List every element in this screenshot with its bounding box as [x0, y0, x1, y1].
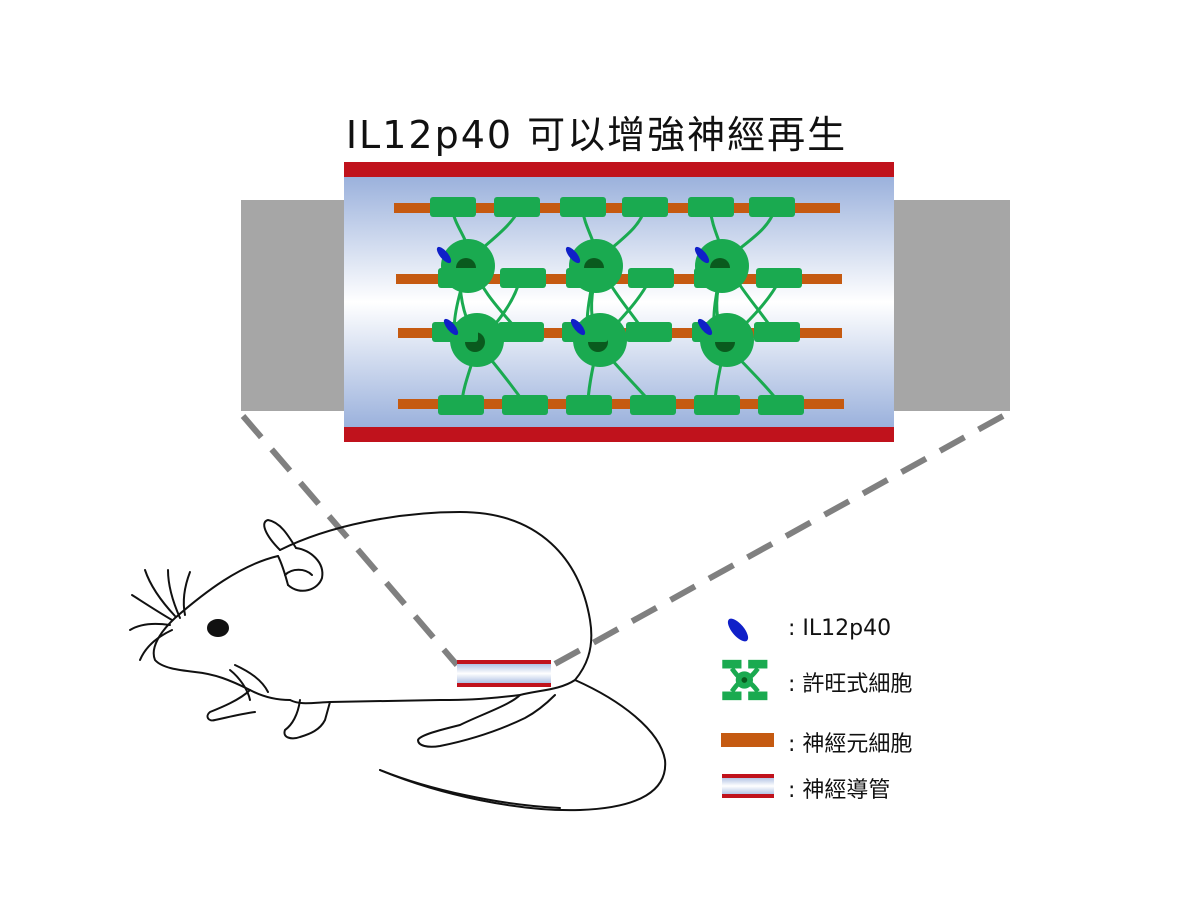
- il12p40-molecule: [436, 246, 452, 264]
- legend-item-neuron: : 神經元細胞: [718, 722, 1018, 758]
- proximal-nerve-stump: [241, 200, 346, 411]
- il12p40-molecule: [694, 246, 710, 264]
- zoom-lines: [240, 413, 1005, 668]
- legend-item-schwann-cell: : 許旺式細胞: [718, 659, 1018, 701]
- legend-item-nerve-conduit: : 神經導管: [718, 768, 1018, 804]
- legend-label: : 許旺式細胞: [788, 672, 913, 697]
- nerve-conduit-icon: [722, 774, 774, 798]
- legend-label: : 神經導管: [788, 778, 891, 803]
- schwann-cell-icon: [722, 659, 768, 701]
- il12p40-molecule: [443, 318, 459, 336]
- legend-item-il12p40: : IL12p40: [718, 612, 1018, 648]
- il12p40-molecule: [565, 246, 581, 264]
- il12p40-molecules: [436, 246, 713, 336]
- neuron-icon: [721, 733, 774, 747]
- il12p40-molecule: [697, 318, 713, 336]
- rat-illustration: [129, 511, 667, 812]
- neuron-fiber: [398, 399, 844, 409]
- legend-label: : 神經元細胞: [788, 732, 913, 757]
- il12p40-molecule: [570, 318, 586, 336]
- nerve-conduit-implanted: [457, 660, 551, 687]
- il12p40-icon: [727, 618, 749, 642]
- legend-label: : IL12p40: [788, 616, 892, 641]
- distal-nerve-stump: [892, 200, 1010, 411]
- neuron-fiber: [394, 203, 840, 213]
- diagram-title: IL12p40 可以增強神經再生: [345, 113, 848, 157]
